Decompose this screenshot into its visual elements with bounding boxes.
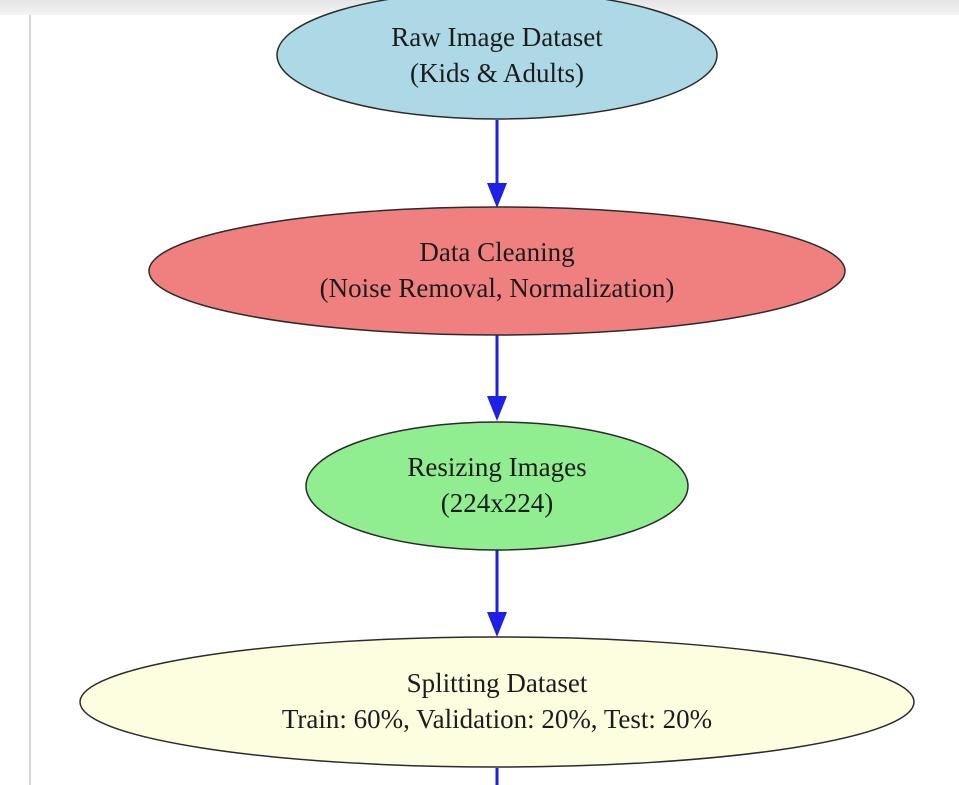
node-splitting-title: Splitting Dataset bbox=[406, 668, 588, 698]
viewer-left-border bbox=[29, 15, 31, 785]
node-data-cleaning: Data Cleaning (Noise Removal, Normalizat… bbox=[197, 234, 797, 306]
node-data-cleaning-title: Data Cleaning bbox=[419, 237, 575, 267]
node-shape-resizing bbox=[305, 421, 689, 551]
node-raw-dataset-subtitle: (Kids & Adults) bbox=[409, 58, 584, 88]
arrowhead-resizing-to-splitting bbox=[487, 612, 507, 637]
arrowhead-raw-to-cleaning bbox=[487, 183, 507, 208]
node-raw-dataset-title: Raw Image Dataset bbox=[391, 22, 603, 52]
node-resizing: Resizing Images (224x224) bbox=[317, 449, 677, 521]
node-data-cleaning-subtitle: (Noise Removal, Normalization) bbox=[319, 273, 675, 303]
node-shape-splitting bbox=[79, 636, 915, 768]
node-splitting: Splitting Dataset Train: 60%, Validation… bbox=[147, 665, 847, 737]
node-raw-dataset: Raw Image Dataset (Kids & Adults) bbox=[297, 19, 697, 91]
node-splitting-subtitle: Train: 60%, Validation: 20%, Test: 20% bbox=[281, 704, 713, 734]
node-resizing-subtitle: (224x224) bbox=[440, 488, 554, 518]
node-shape-data-cleaning bbox=[148, 206, 846, 336]
arrowhead-cleaning-to-resizing bbox=[487, 396, 507, 421]
node-resizing-title: Resizing Images bbox=[407, 452, 587, 482]
node-shape-raw-dataset bbox=[276, 0, 718, 120]
